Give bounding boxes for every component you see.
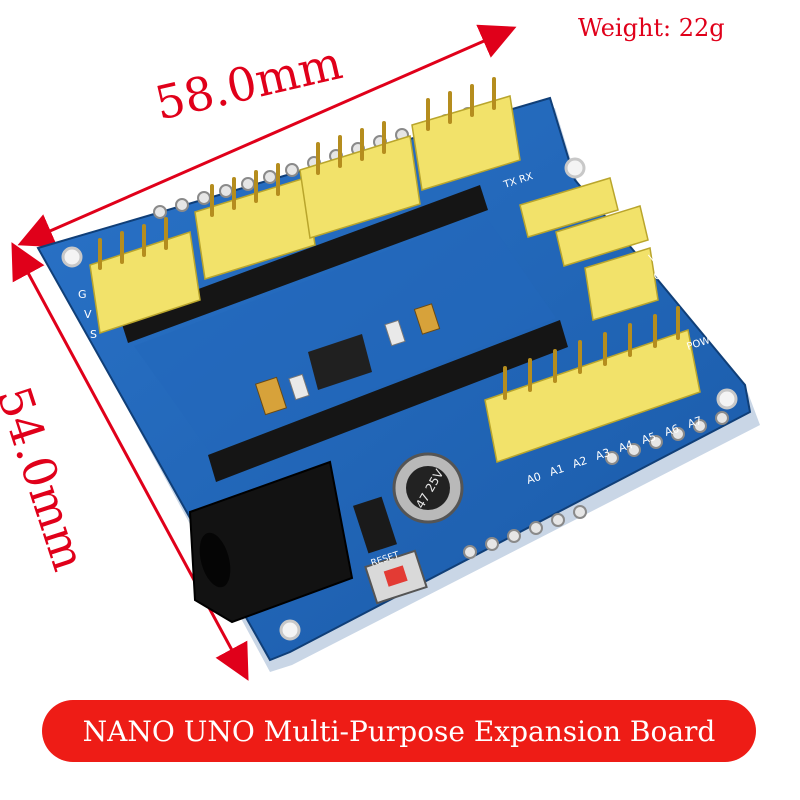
- yellow-headers-right: [519, 177, 659, 321]
- silk-a6: A6: [663, 422, 681, 439]
- nano-socket-mid: [134, 214, 556, 452]
- smd-components: [254, 303, 441, 554]
- silk-a1: A1: [548, 462, 566, 479]
- mounting-hole: [564, 157, 586, 179]
- caption-text: NANO UNO Multi-Purpose Expansion Board: [82, 714, 716, 748]
- silk-gnd: GND: [653, 265, 678, 283]
- width-arrow: [17, 24, 517, 248]
- weight-label: Weight: 22g: [578, 14, 725, 42]
- mounting-hole: [716, 388, 738, 410]
- yellow-headers-analog: [484, 329, 701, 463]
- header-pins: [98, 77, 496, 270]
- silk-a4: A4: [617, 438, 635, 455]
- voltage-regulator: [308, 334, 372, 390]
- silk-a7: A7: [686, 414, 704, 431]
- silk-a2: A2: [571, 454, 589, 471]
- silk-s: S: [90, 328, 97, 341]
- silk-v3: V3: [648, 250, 664, 265]
- analog-pins: [503, 306, 680, 400]
- bottom-pad-row: [463, 411, 729, 559]
- yellow-headers-top: [89, 95, 521, 334]
- analog-labels: A0 A1 A2 A3 A4 A5 A6 A7: [525, 414, 704, 487]
- silk-g: G: [78, 288, 87, 301]
- caption-banner: NANO UNO Multi-Purpose Expansion Board: [42, 700, 756, 762]
- nano-header-bottom: [208, 320, 568, 482]
- silk-a0: A0: [525, 470, 543, 487]
- silk-a3: A3: [594, 446, 612, 463]
- nano-header-top: [120, 185, 488, 343]
- silk-a5: A5: [640, 430, 658, 447]
- mounting-hole: [279, 619, 301, 641]
- silk-v: V: [84, 308, 92, 321]
- mounting-hole: [61, 246, 83, 268]
- dc-power-jack: [188, 460, 354, 624]
